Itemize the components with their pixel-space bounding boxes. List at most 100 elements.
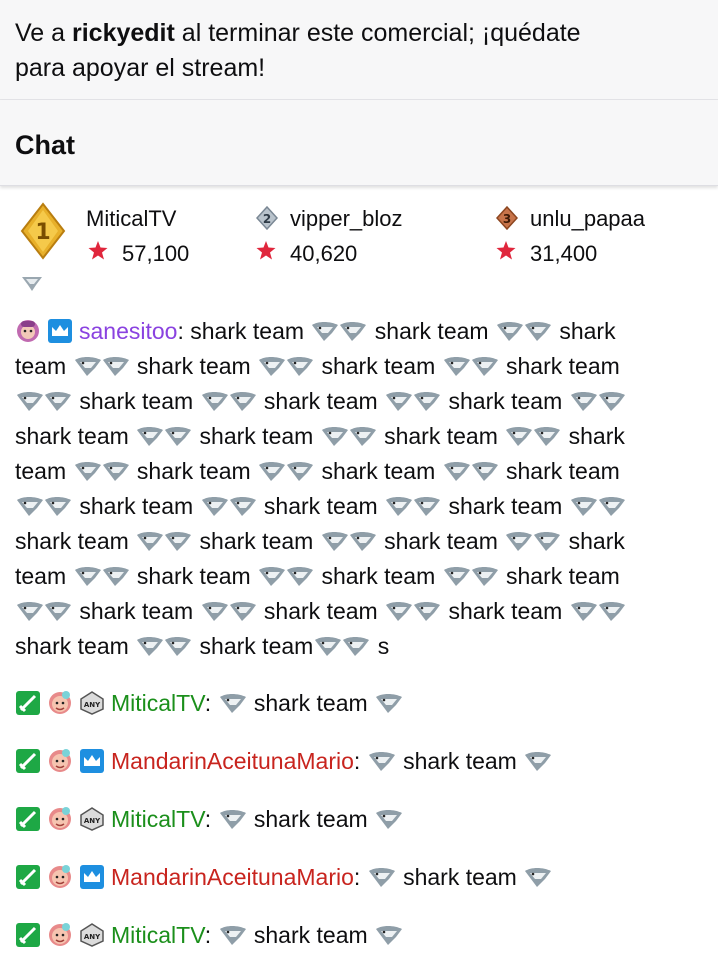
shark-emote-icon [17,497,71,516]
moderator-sword-badge-icon[interactable] [15,806,41,832]
chat-message-line: team shark team shark team shark team [15,458,620,485]
silver-rank-2-icon: 2 [256,206,278,230]
shark-emote-icon [386,392,441,411]
crown-badge-icon[interactable] [79,748,105,774]
chat-message-line: shark team shark team shark team shark [15,423,625,450]
subscriber-face-badge-icon[interactable] [47,748,73,774]
banner-line2: para apoyar el stream! [15,54,266,82]
subscriber-face-badge-icon[interactable] [47,690,73,716]
chat-message-text: shark [552,318,616,344]
chat-message-line: shark team shark team shark team shark [15,528,625,555]
banner-channel-name[interactable]: rickyedit [72,19,175,47]
chat-username[interactable]: MiticalTV [111,806,205,832]
moderator-sword-badge-icon[interactable] [15,748,41,774]
bronze-rank-3-icon: 3 [496,206,518,230]
chat-message-text: shark team [193,528,320,554]
chat-message: MandarinAceitunaMario: shark team [15,864,553,891]
banner-prefix: Ve a [15,19,72,47]
chat-message-text: shark team [315,353,442,379]
chat-message-text: shark team [442,598,569,624]
svg-text:1: 1 [35,220,50,245]
chat-message-text: shark team [377,528,505,554]
svg-text:3: 3 [503,212,511,226]
leaderboard-points: 31,400 [530,241,598,266]
chat-message-line: team shark team shark team shark team [15,563,620,590]
any-badge-icon[interactable]: ANY [79,690,105,716]
chat-separator: : [353,864,361,890]
shark-emote-icon [74,567,129,586]
chat-message-text: shark team [257,493,385,519]
moderator-sword-badge-icon[interactable] [15,864,41,890]
shark-emote-icon [74,357,129,376]
leaderboard-points: 57,100 [122,241,190,266]
chat-message-text: shark team [15,528,136,554]
chat-message-text: shark team [73,598,200,624]
svg-text:2: 2 [263,212,271,226]
shark-emote-icon [443,357,498,376]
chat-message-text: shark team [257,388,385,414]
subscriber-face-badge-icon[interactable] [47,922,73,948]
shark-emote-icon [259,567,314,586]
chat-message-text: shark team [499,458,620,484]
crown-badge-icon[interactable] [47,318,73,344]
chat-header: Chat [0,100,718,186]
chat-username[interactable]: MiticalTV [111,690,205,716]
subscriber-face-badge-icon[interactable] [47,864,73,890]
chat-message-text: shark team [73,388,200,414]
chat-message-text: shark team [315,458,442,484]
chat-title: Chat [15,130,75,160]
chat-message-line: shark team shark team shark team [15,388,627,415]
chat-message-text: s [371,633,390,659]
leaderboard-name: vipper_bloz [290,206,403,231]
shark-emote-icon [570,392,625,411]
chat-message-text: shark team [396,864,524,890]
chat-message-text: shark team [183,318,311,344]
chat-message-line: team shark team shark team shark team [15,353,620,380]
chat-message-text: shark team [247,922,375,948]
shark-emote-icon [525,752,552,771]
chat-message-text: shark team [377,423,505,449]
avatar-badge-icon[interactable] [15,318,41,344]
shark-emote-icon [386,602,441,621]
chat-username[interactable]: sanesitoo [79,318,178,344]
ad-banner-text: Ve a rickyedit al terminar este comercia… [15,16,703,86]
chat-username[interactable]: MiticalTV [111,922,205,948]
leaderboard-entry-1[interactable]: 1 MiticalTV 57,100 [0,186,250,274]
moderator-sword-badge-icon[interactable] [15,922,41,948]
chat-message-line: shark team shark team s [15,633,389,660]
chat-message-text: shark team [130,353,258,379]
shark-emote-icon [201,497,256,516]
leaderboard-entry-3[interactable]: 3 unlu_papaa 31,400 [490,186,718,274]
crown-badge-icon[interactable] [79,864,105,890]
shark-emote-icon [443,462,498,481]
subscriber-face-badge-icon[interactable] [47,806,73,832]
chat-message-line: shark team shark team shark team [15,598,627,625]
shark-emote-icon [74,462,129,481]
chat-username[interactable]: MandarinAceitunaMario [111,864,354,890]
any-badge-icon[interactable]: ANY [79,922,105,948]
svg-text:ANY: ANY [84,701,101,709]
leaderboard-entry-2[interactable]: 2 vipper_bloz 40,620 [250,186,490,274]
chat-message-text: shark team [130,563,258,589]
shark-emote-icon [321,427,376,446]
chat-message-text: shark [562,423,625,449]
chat-message-text: shark team [15,423,136,449]
any-badge-icon[interactable]: ANY [79,806,105,832]
shark-emote-icon [506,427,561,446]
chat-message-text: shark team [247,806,375,832]
shark-emote-icon [376,694,403,713]
ad-banner: Ve a rickyedit al terminar este comercia… [0,0,718,100]
chat-message-text: shark team [499,563,620,589]
shark-emote-icon [137,427,192,446]
chat-separator: : [204,806,212,832]
moderator-sword-badge-icon[interactable] [15,690,41,716]
shark-emote-icon [259,462,314,481]
chat-message-text: shark [562,528,625,554]
chat-username[interactable]: MandarinAceitunaMario [111,748,354,774]
shark-emote-icon [219,694,246,713]
shark-emote-icon [201,602,256,621]
shark-emote-icon [321,532,376,551]
leaderboard: 1 MiticalTV 57,100 2 vipper_bloz 40,620 … [0,186,718,274]
